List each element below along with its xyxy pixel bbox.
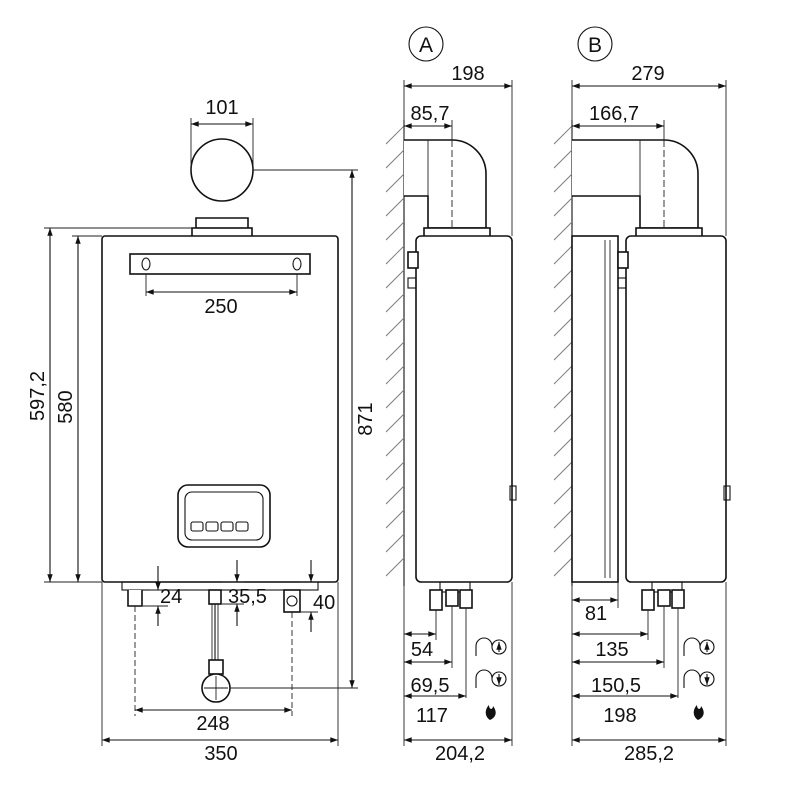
view-a-label: A bbox=[419, 34, 433, 57]
side-view-a: A bbox=[385, 26, 517, 765]
dim-a-conn1: 54 bbox=[411, 639, 433, 661]
view-b-marker bbox=[577, 26, 613, 62]
dim-total-height: 871 bbox=[355, 402, 377, 435]
dim-a-total: 204,2 bbox=[435, 743, 485, 765]
flue-elbow-b bbox=[572, 139, 699, 229]
dim-conn-middle: 35,5 bbox=[228, 586, 267, 608]
control-panel bbox=[177, 484, 271, 548]
boiler-housing-side-a bbox=[415, 235, 513, 583]
dim-housing-height: 580 bbox=[55, 390, 77, 423]
dim-gas-pitch: 248 bbox=[196, 713, 229, 735]
dim-a-depth: 198 bbox=[451, 63, 484, 85]
dim-height-with-collar: 597,2 bbox=[27, 371, 49, 421]
gas-flame-icon bbox=[485, 705, 496, 720]
dim-conn-left: 24 bbox=[160, 586, 182, 608]
dim-flue-diameter: 101 bbox=[205, 97, 238, 119]
hot-water-outlet-icon bbox=[683, 637, 715, 656]
mounting-bracket bbox=[129, 253, 311, 275]
hot-water-outlet-icon bbox=[475, 637, 507, 656]
gas-flame-icon bbox=[693, 705, 704, 720]
dim-a-flue-offset: 85,7 bbox=[411, 103, 450, 125]
dim-b-total: 285,2 bbox=[624, 743, 674, 765]
view-a-marker bbox=[408, 26, 444, 62]
dim-bracket-width: 250 bbox=[204, 296, 237, 318]
front-view: 101 250 871 597,2 580 24 35,5 bbox=[27, 97, 377, 765]
cold-water-inlet-icon bbox=[683, 669, 715, 688]
dim-b-spacer: 81 bbox=[585, 603, 607, 625]
dim-a-conn2: 69,5 bbox=[411, 675, 450, 697]
dim-total-width: 350 bbox=[204, 743, 237, 765]
dim-a-conn3: 117 bbox=[416, 705, 448, 727]
side-view-b: B bbox=[553, 26, 731, 765]
flue-pipe bbox=[190, 138, 254, 202]
cold-water-inlet-icon bbox=[475, 669, 507, 688]
dim-b-conn2: 150,5 bbox=[591, 675, 641, 697]
dim-conn-right: 40 bbox=[313, 592, 335, 614]
dim-b-conn3: 198 bbox=[603, 705, 636, 727]
dim-b-depth: 279 bbox=[631, 63, 664, 85]
dim-b-flue-offset: 166,7 bbox=[589, 103, 639, 125]
flue-elbow-a bbox=[404, 139, 487, 229]
boiler-housing-side-b bbox=[625, 235, 727, 583]
spacer-frame bbox=[571, 235, 619, 583]
dim-b-conn1: 135 bbox=[595, 639, 628, 661]
view-b-label: B bbox=[588, 34, 602, 57]
